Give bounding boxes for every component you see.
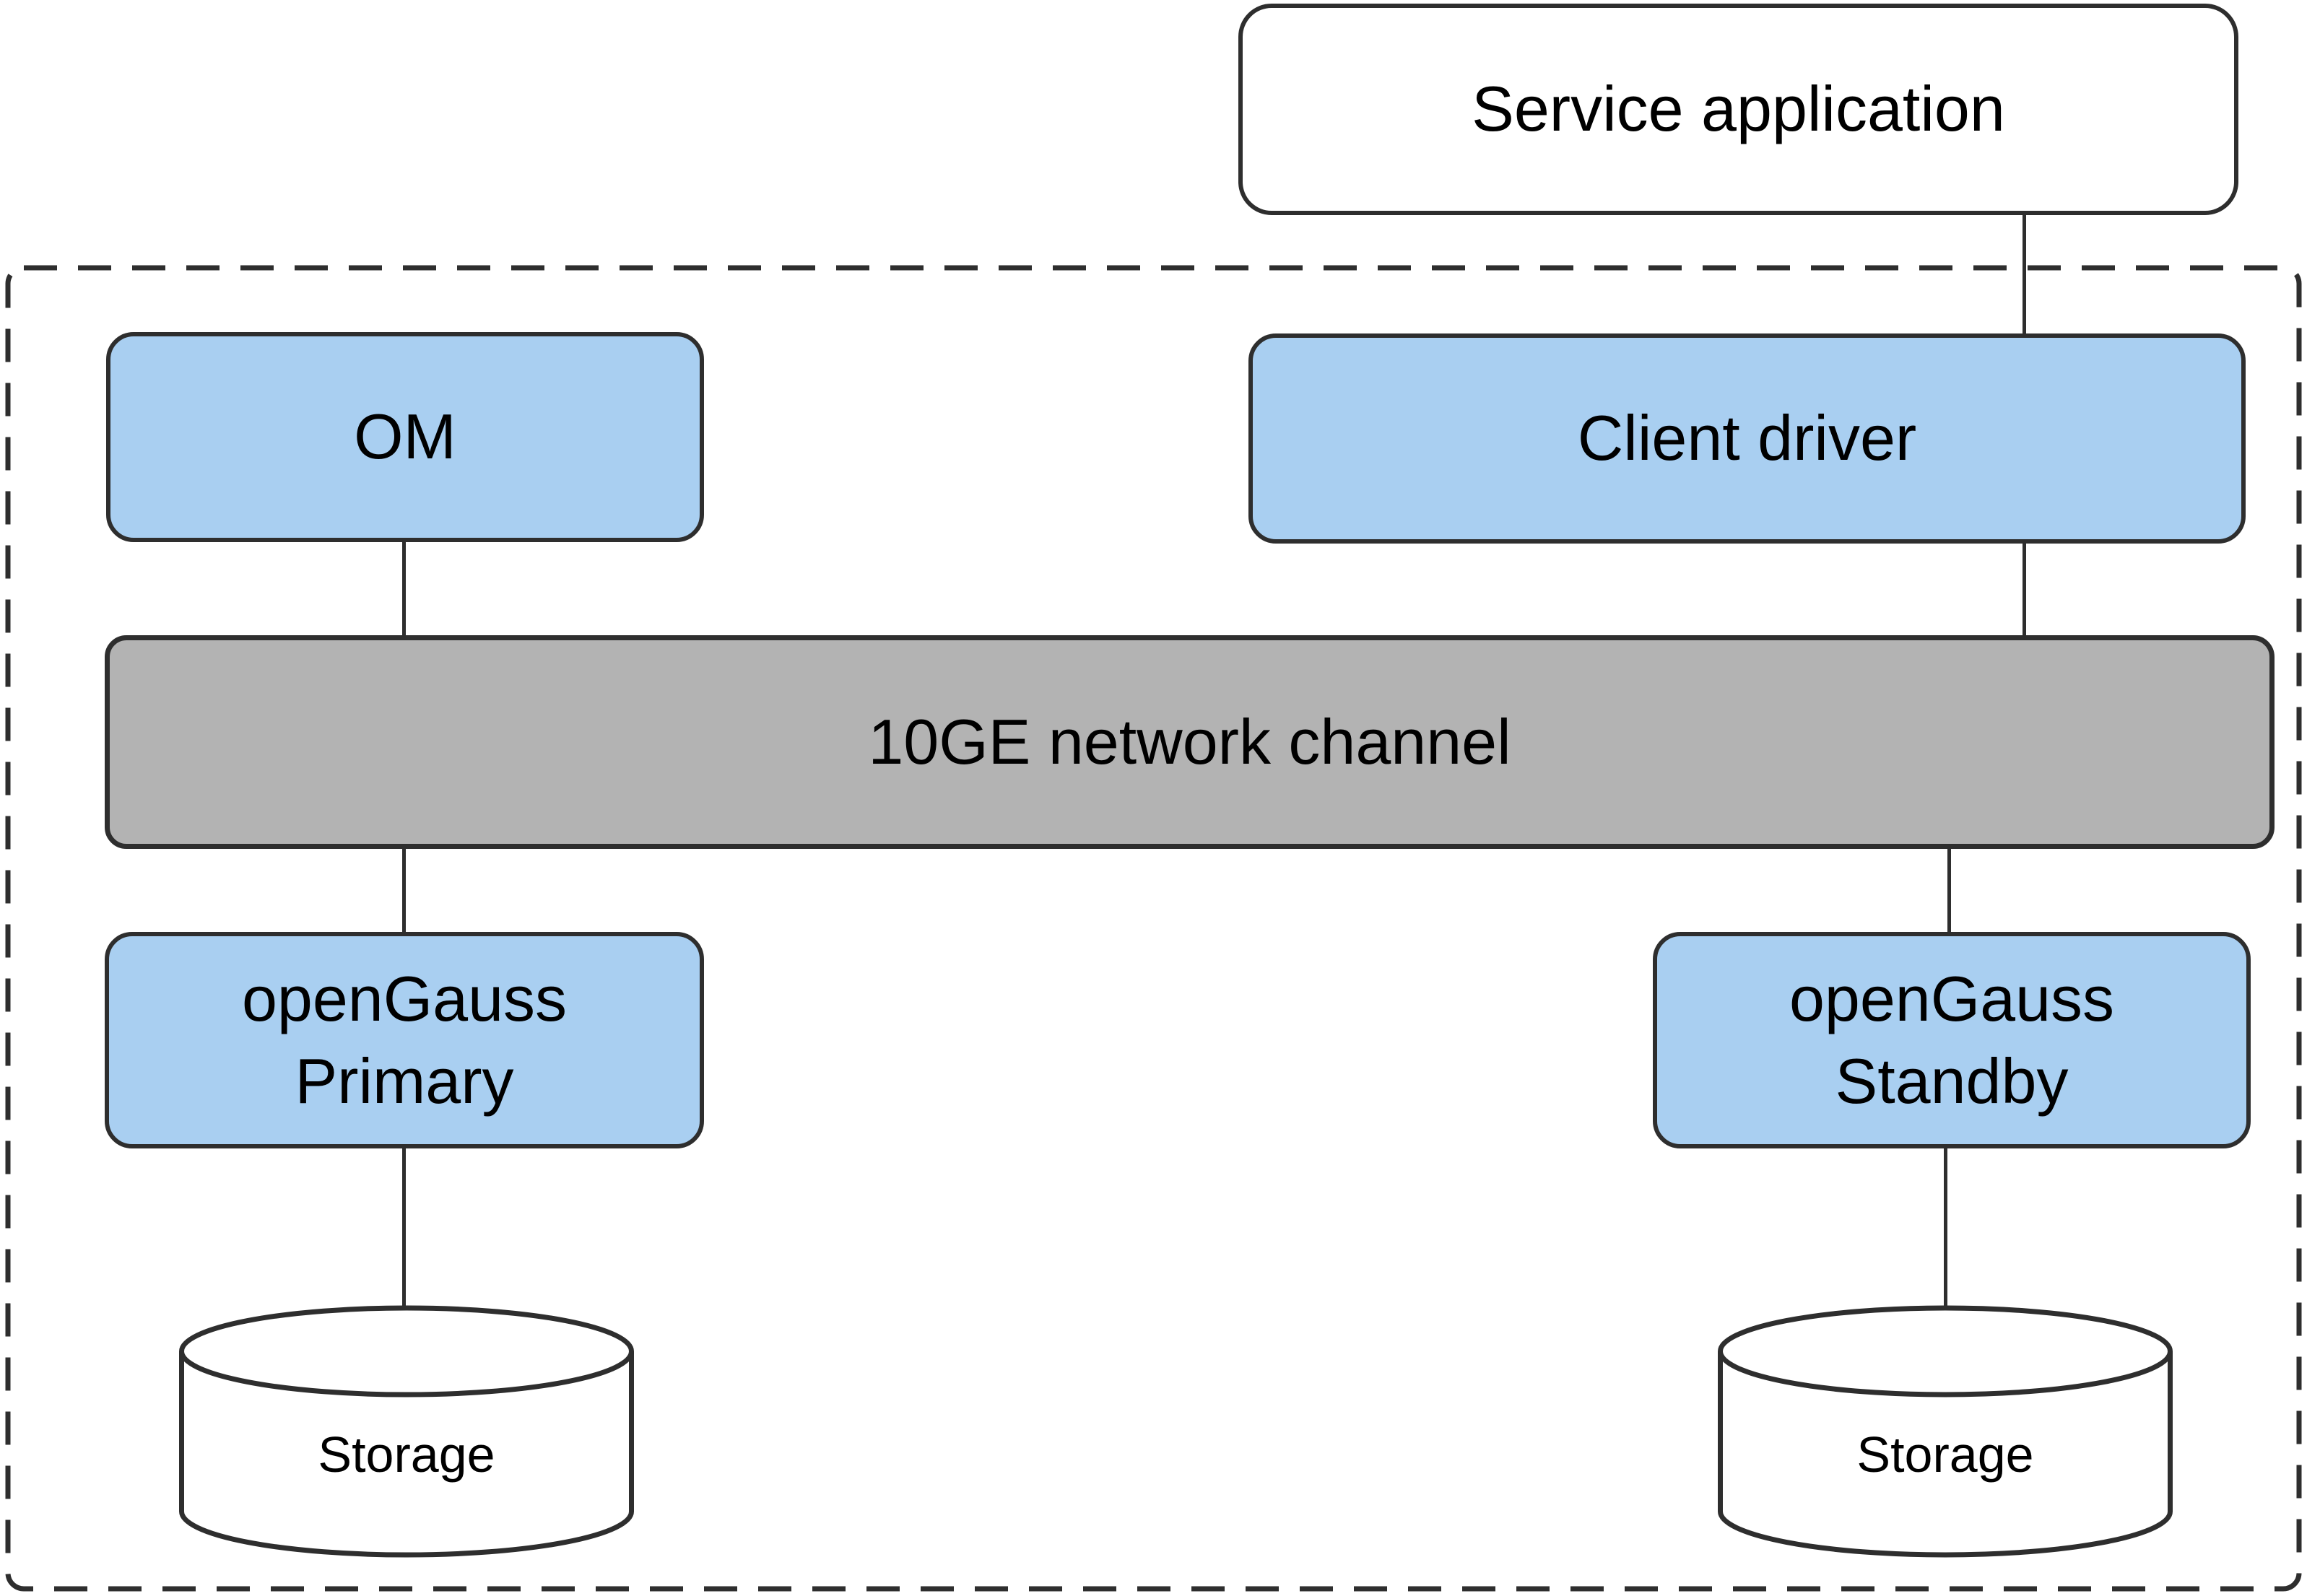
network-channel-label: 10GE network channel (868, 705, 1511, 777)
storage-cylinder-icon (1718, 1305, 2173, 1558)
storage-left-label: Storage (318, 1426, 495, 1483)
connector-om-to-network (402, 540, 406, 638)
opengauss-standby-label: openGauss Standby (1789, 962, 2115, 1117)
client-driver-label: Client driver (1577, 402, 1917, 474)
opengauss-primary-node: openGauss Primary (105, 932, 704, 1148)
network-channel-bar: 10GE network channel (105, 635, 2275, 849)
opengauss-primary-label: openGauss Primary (241, 962, 568, 1117)
connector-client-driver-to-network (2023, 541, 2026, 638)
storage-cylinder-icon (179, 1305, 634, 1558)
storage-left-cylinder: Storage (179, 1304, 634, 1560)
connector-network-to-primary (402, 846, 406, 936)
connector-primary-to-storage (402, 1146, 406, 1311)
client-driver-node: Client driver (1248, 333, 2246, 544)
storage-right-label: Storage (1856, 1426, 2034, 1483)
service-application-label: Service application (1472, 73, 2005, 145)
service-application-node: Service application (1238, 4, 2238, 215)
om-node: OM (106, 332, 704, 542)
connector-standby-to-storage (1944, 1148, 1947, 1311)
opengauss-standby-node: openGauss Standby (1653, 932, 2251, 1148)
connector-network-to-standby (1947, 846, 1951, 936)
connector-service-to-client-driver (2023, 213, 2026, 337)
om-label: OM (354, 401, 456, 473)
storage-right-cylinder: Storage (1718, 1304, 2173, 1560)
